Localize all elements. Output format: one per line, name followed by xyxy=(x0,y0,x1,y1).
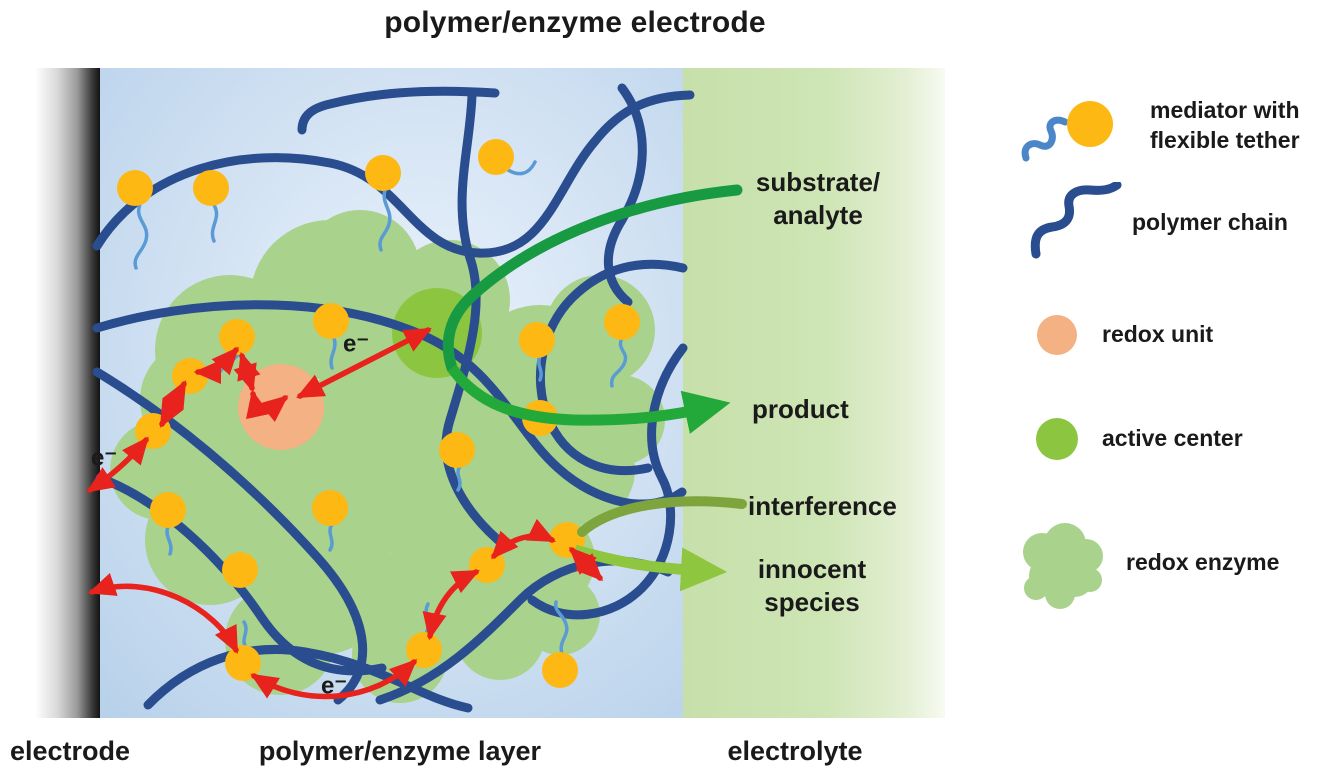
product-label: product xyxy=(752,394,849,424)
redox-unit-icon xyxy=(1037,315,1077,355)
electrolyte-region-label: electrolyte xyxy=(727,736,863,766)
legend-item-redox-enzyme: redox enzyme xyxy=(1010,516,1279,612)
mediator-with-tether-icon xyxy=(1021,101,1113,162)
electrode-strip xyxy=(35,68,100,718)
legend-label-redox-enzyme: redox enzyme xyxy=(1126,549,1280,575)
legend-item-mediator: mediator with flexible tether xyxy=(1018,94,1300,178)
polymer-chain-icon xyxy=(1030,182,1122,259)
electrode-region-label: electrode xyxy=(9,736,131,766)
electron-transfer-arrows xyxy=(86,327,604,700)
legend-item-redox-unit: redox unit xyxy=(1034,312,1213,358)
legend-label-polymer-chain: polymer chain xyxy=(1132,209,1288,235)
figure-title: polymer/enzyme electrode xyxy=(384,6,766,39)
legend-item-active-center: active center xyxy=(1034,416,1243,462)
electron-label-bottom: e⁻ xyxy=(320,672,348,700)
interference-label: interference xyxy=(748,491,897,521)
innocent-species-label: innocent species xyxy=(757,554,867,617)
interference-arrow xyxy=(577,496,747,537)
active-center-icon xyxy=(1036,418,1078,460)
legend: mediator with flexible tether polymer ch… xyxy=(990,80,1333,640)
redox-enzyme-icon xyxy=(1023,523,1103,609)
legend-label-mediator: mediator with flexible tether xyxy=(1150,97,1300,153)
legend-label-active-center: active center xyxy=(1102,425,1243,451)
electron-label-left: e⁻ xyxy=(90,444,118,472)
legend-item-polymer-chain: polymer chain xyxy=(1028,182,1288,260)
product-arrow xyxy=(447,364,731,434)
legend-label-redox-unit: redox unit xyxy=(1102,321,1214,347)
substrate-analyte-label: substrate/ analyte xyxy=(755,167,881,230)
electron-label-center: e⁻ xyxy=(342,330,370,358)
polymer-enzyme-layer-label: polymer/enzyme layer xyxy=(258,736,542,766)
substrate-analyte-arrow xyxy=(442,184,743,374)
